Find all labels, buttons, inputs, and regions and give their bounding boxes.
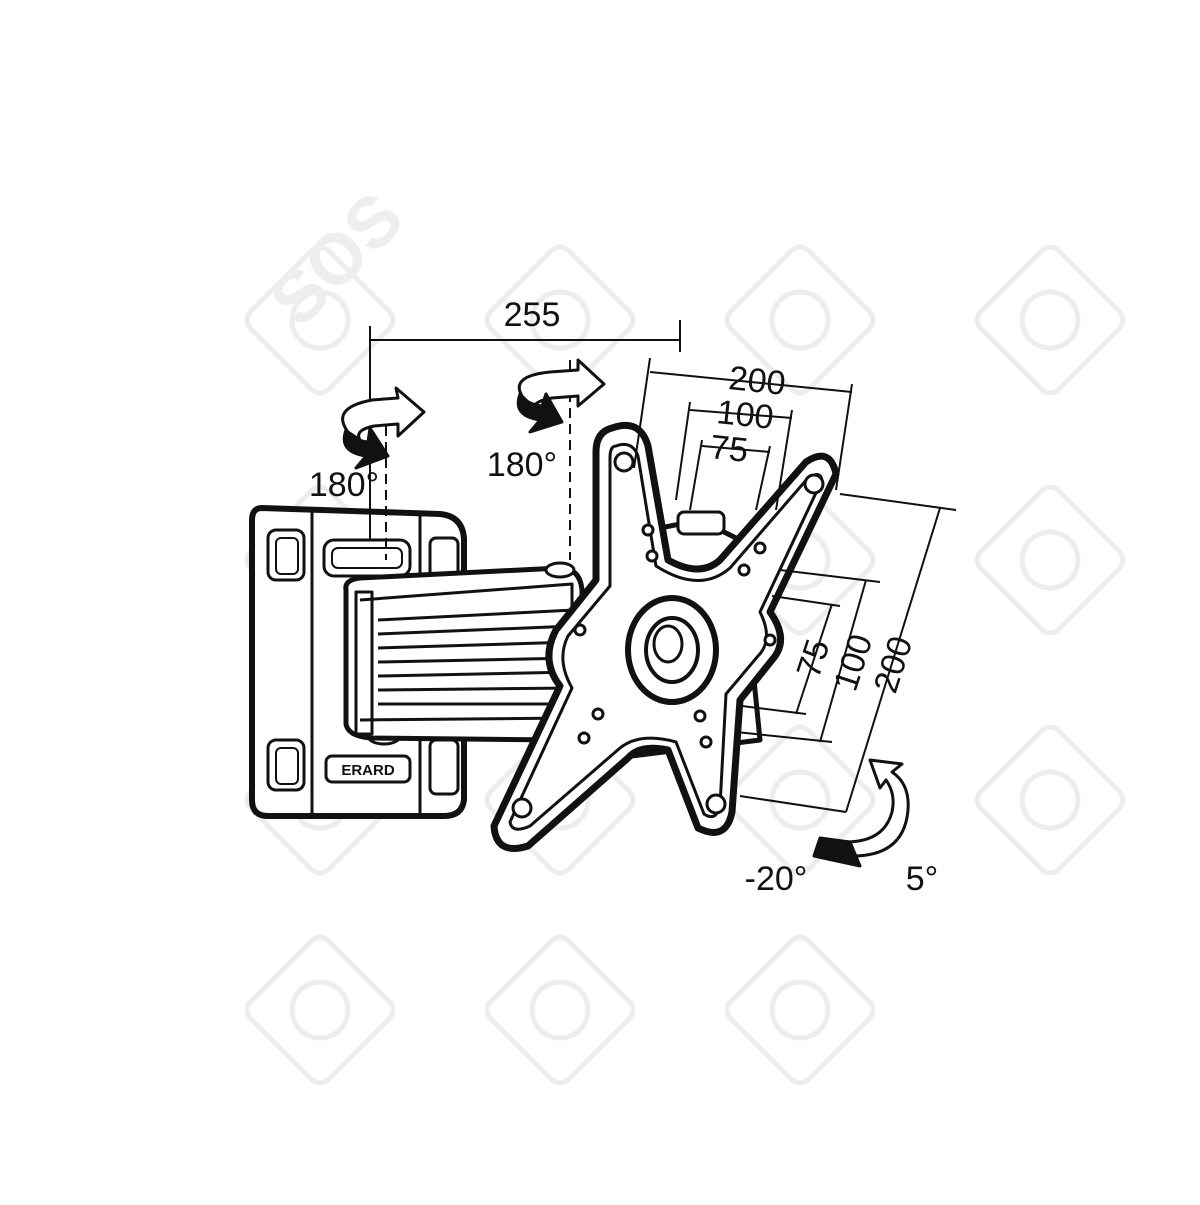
swivel-wall-label: 180° — [309, 466, 379, 504]
mounting-holes — [511, 451, 825, 819]
arm-length-label: 255 — [504, 296, 561, 334]
vesa-h-100-label: 100 — [715, 393, 775, 437]
vesa-vertical-dimensions — [735, 493, 957, 813]
swivel-head-label: 180° — [487, 446, 557, 484]
extension-arm — [343, 561, 585, 743]
tilt-min-label: -20° — [745, 860, 808, 898]
vesa-h-75-label: 75 — [708, 428, 750, 470]
swivel-wall-arrow-icon — [341, 386, 426, 470]
tilt-arrow-icon — [812, 758, 910, 868]
arm-ribs — [377, 608, 575, 706]
vesa-h-200-label: 200 — [727, 359, 787, 403]
brand-label: ERARD — [341, 762, 395, 779]
vesa-horizontal-dimensions — [633, 357, 853, 511]
tilt-max-label: 5° — [906, 860, 939, 898]
swivel-head-arrow-icon — [516, 358, 606, 434]
vesa-plate — [490, 421, 840, 852]
